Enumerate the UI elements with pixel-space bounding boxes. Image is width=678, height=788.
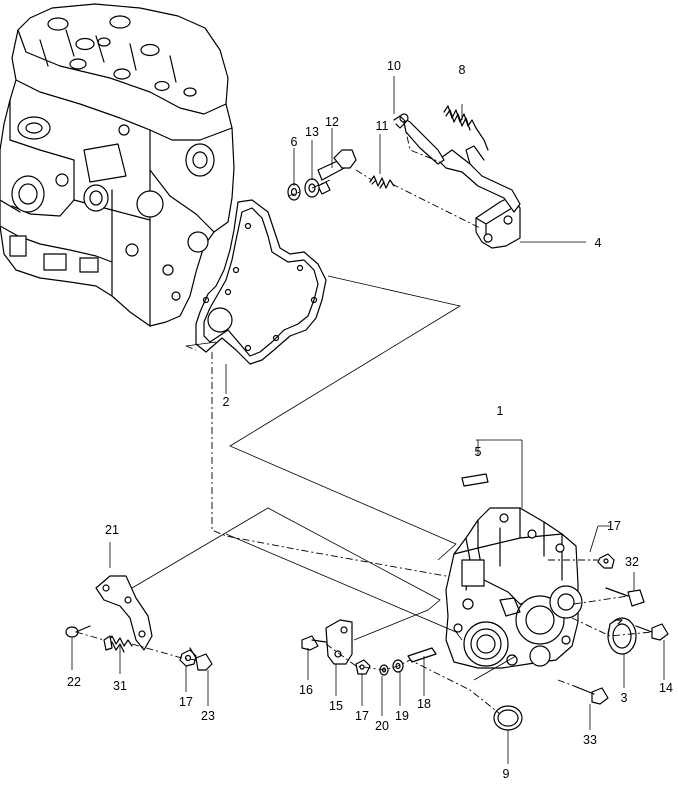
callout-15: 15 [329,699,343,713]
o-ring-9 [494,706,522,730]
callout-6: 6 [291,135,298,149]
stud-18 [408,648,436,662]
callout-21: 21 [105,523,119,537]
callout-20: 20 [375,719,389,733]
callout-32: 32 [625,555,639,569]
nut-17-middle [356,660,370,674]
engine-block [0,4,234,326]
bolt-31 [104,636,132,652]
gasket-2 [196,200,326,364]
bolt-32 [606,588,644,606]
bolt-16 [302,636,326,650]
bolt-33 [574,686,608,704]
callout-16: 16 [299,683,313,697]
callout-17-left: 17 [179,695,193,709]
callout-2: 2 [223,395,230,409]
callout-10: 10 [387,59,401,73]
callout-23: 23 [201,709,215,723]
nut-17-left [180,650,196,666]
spring-8 [444,106,488,150]
bushing-6 [288,184,300,200]
bolt-22 [66,626,90,637]
callout-12: 12 [325,115,339,129]
bolt-23 [190,648,212,670]
callout-8: 8 [459,63,466,77]
callout-1: 1 [497,404,504,418]
callout-33: 33 [583,733,597,747]
assembly-center-lines [76,122,652,714]
callout-13: 13 [305,125,319,139]
callout-31: 31 [113,679,127,693]
callout-22: 22 [67,675,81,689]
callout-5: 5 [475,445,482,459]
callout-3: 3 [621,691,628,705]
gear-case-cover-1 [446,508,582,668]
spring-11 [370,176,394,188]
oil-seal-3 [608,618,636,654]
shaft-12 [318,150,356,194]
callout-4: 4 [595,236,602,250]
callout-14: 14 [659,681,673,695]
callout-11: 11 [376,119,389,133]
callout-17-right: 17 [607,519,621,533]
lever-assembly-4 [400,114,520,248]
clip-10 [394,116,406,128]
bracket-21 [96,576,152,650]
bolt-14 [636,624,668,640]
bracket-15 [326,620,352,664]
callout-17-middle: 17 [355,709,369,723]
dowel-pin-5 [462,474,488,486]
callout-9: 9 [503,767,510,781]
callout-19: 19 [395,709,409,723]
callout-18: 18 [417,697,431,711]
leader-lines [72,76,664,764]
nut-17-right [598,554,614,568]
callout-labels: 1 2 3 4 5 6 8 9 10 11 12 13 14 15 16 17 … [67,59,673,781]
